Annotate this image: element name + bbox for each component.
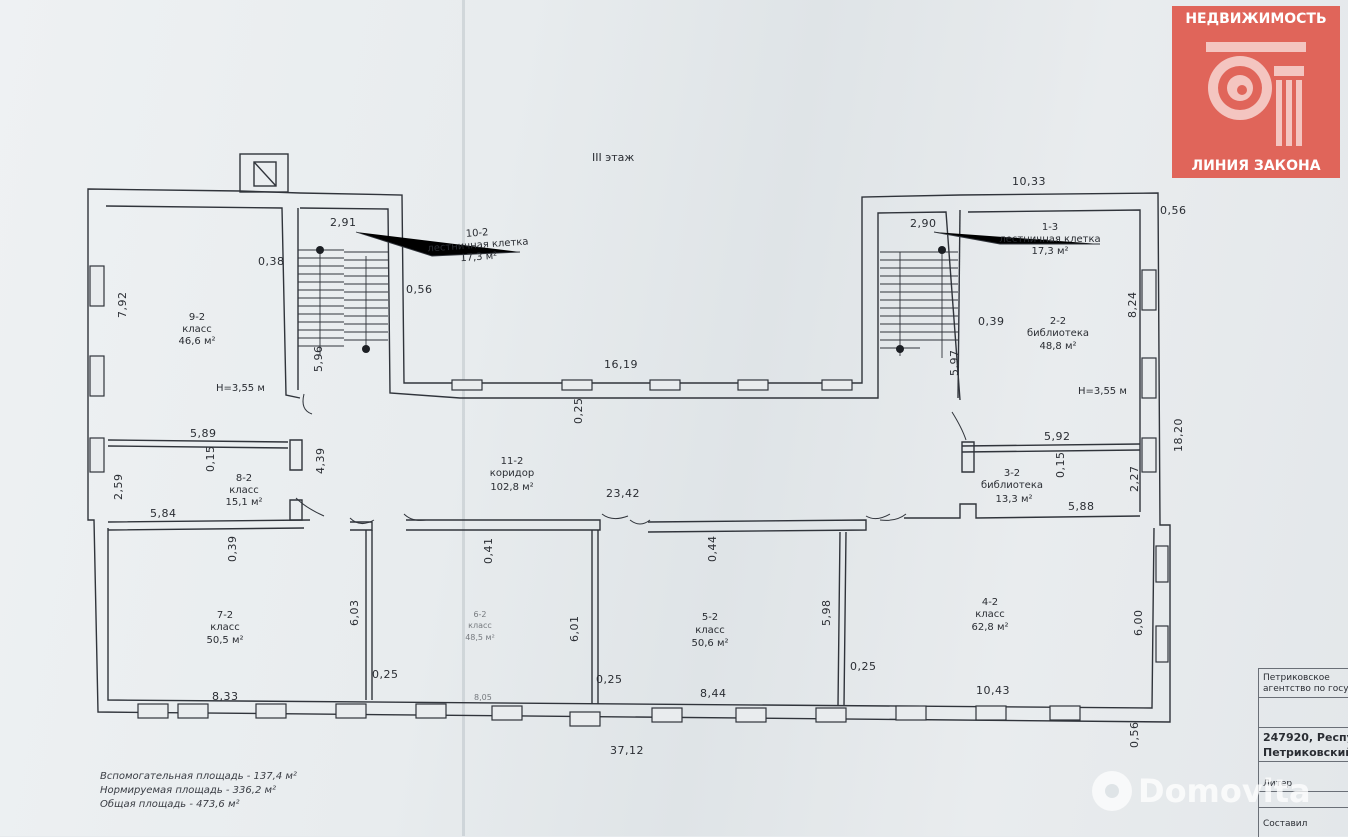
dim-label: 0,56: [1160, 204, 1187, 217]
dim-label: 0,15: [204, 446, 217, 473]
total-area: Общая площадь - 473,6 м²: [100, 799, 240, 810]
room-1-3-name: лестничная клетка: [999, 234, 1100, 245]
room-10-2-id: 10-2: [465, 227, 488, 240]
room-4-2-area: 62,8 м²: [972, 622, 1009, 633]
norm-area: Нормируемая площадь - 336,2 м²: [100, 785, 277, 796]
room-1-3-id: 1-3: [1042, 222, 1058, 233]
title-block: Петриковское агентство по госу 247920, Р…: [1258, 668, 1348, 837]
stamp-line-6: Составил: [1263, 819, 1308, 829]
dim-label: 0,38: [258, 255, 285, 268]
room-1-3-area: 17,3 м²: [1032, 246, 1069, 257]
dim-label: 0,25: [850, 660, 877, 673]
dim-label: 2,91: [330, 216, 357, 229]
dim-label: 5,92: [1044, 430, 1071, 443]
room-3-2-area: 13,3 м²: [996, 494, 1033, 505]
room-2-2-area: 48,8 м²: [1040, 341, 1077, 352]
dim-label: 16,19: [604, 358, 638, 371]
room-4-2-id: 4-2: [982, 597, 998, 608]
room-5-2-name: класс: [695, 625, 725, 636]
dim-label: 0,25: [572, 398, 585, 425]
stamp-line-5: Литер: [1263, 779, 1293, 789]
height-left: Н=3,55 м: [216, 383, 265, 394]
dim-label: 5,97: [948, 350, 961, 377]
aux-area: Вспомогательная площадь - 137,4 м²: [100, 771, 297, 782]
area-summary: Вспомогательная площадь - 137,4 м² Норми…: [100, 770, 297, 812]
room-3-2-name: библиотека: [981, 480, 1043, 491]
floor-title: III этаж: [592, 151, 634, 164]
dim-label: 0,25: [372, 668, 399, 681]
dim-label: 0,39: [978, 315, 1005, 328]
dim-label: 2,27: [1128, 466, 1141, 493]
room-2-2-id: 2-2: [1050, 316, 1066, 327]
dim-label: 7,92: [116, 292, 129, 319]
room-11-2-area: 102,8 м²: [490, 482, 533, 493]
logo-bottom-text: ЛИНИЯ ЗАКОНА: [1191, 158, 1321, 174]
dim-label: 10,43: [976, 684, 1010, 697]
room-7-2-name: класс: [210, 622, 240, 633]
dim-label: 23,42: [606, 487, 640, 500]
watermark: Domovita: [1092, 770, 1311, 811]
dim-label: 8,33: [212, 690, 239, 703]
room-11-2-id: 11-2: [501, 456, 524, 467]
room-9-2-id: 9-2: [189, 312, 205, 323]
room-6-2-name: класс: [468, 621, 492, 630]
room-6-2-id: 6-2: [473, 610, 486, 619]
dim-label: 6,03: [348, 600, 361, 627]
dim-label: 0,56: [1128, 722, 1141, 749]
ionic-column-icon: [1202, 36, 1310, 154]
dim-label: 5,84: [150, 507, 177, 520]
room-3-2-id: 3-2: [1004, 468, 1020, 479]
dim-label: 37,12: [610, 744, 644, 757]
paper-fold: [462, 0, 465, 836]
room-11-2-name: коридор: [490, 468, 534, 479]
room-9-2-area: 46,6 м²: [179, 336, 216, 347]
logo-top-text: НЕДВИЖИМОСТЬ: [1185, 11, 1327, 27]
room-5-2-area: 50,6 м²: [692, 638, 729, 649]
dim-label: 6,01: [568, 616, 581, 643]
dim-label: 10,33: [1012, 175, 1046, 188]
dim-label: 2,59: [112, 474, 125, 501]
dim-label: 0,44: [706, 536, 719, 563]
height-right: Н=3,55 м: [1078, 386, 1127, 397]
dim-label: 8,05: [474, 693, 492, 702]
dim-label: 0,25: [596, 673, 623, 686]
dim-label: 18,20: [1172, 418, 1185, 452]
dim-label: 6,00: [1132, 610, 1145, 637]
dim-label: 8,44: [700, 687, 727, 700]
room-7-2-id: 7-2: [217, 610, 233, 621]
stamp-line-2: агентство по госу: [1263, 684, 1348, 694]
room-2-2-name: библиотека: [1027, 328, 1089, 339]
room-7-2-area: 50,5 м²: [207, 635, 244, 646]
room-8-2-area: 15,1 м²: [226, 497, 263, 508]
dim-label: 8,24: [1126, 292, 1139, 319]
room-4-2-name: класс: [975, 609, 1005, 620]
dim-label: 0,41: [482, 538, 495, 565]
dim-label: 0,39: [226, 536, 239, 563]
stamp-line-1: Петриковское: [1263, 673, 1330, 683]
watermark-text: Domovita: [1138, 772, 1311, 810]
dim-label: 4,39: [314, 448, 327, 475]
dim-label: 5,98: [820, 600, 833, 627]
room-10-2-area: 17,3 м²: [460, 251, 498, 265]
dim-label: 5,88: [1068, 500, 1095, 513]
dim-label: 5,89: [190, 427, 217, 440]
dim-label: 0,56: [406, 283, 433, 296]
room-9-2-name: класс: [182, 324, 212, 335]
dim-label: 0,15: [1054, 452, 1067, 479]
agency-logo: НЕДВИЖИМОСТЬ ЛИНИЯ ЗАКОНА: [1172, 6, 1340, 178]
watermark-icon: [1092, 771, 1132, 811]
room-6-2-area: 48,5 м²: [465, 633, 495, 642]
stamp-line-3: 247920, Респу: [1263, 731, 1348, 744]
room-5-2-id: 5-2: [702, 612, 718, 623]
dim-label: 5,96: [312, 346, 325, 373]
room-8-2-id: 8-2: [236, 473, 252, 484]
stamp-line-4: Петриковский: [1263, 746, 1348, 759]
dim-label: 2,90: [910, 217, 937, 230]
room-8-2-name: класс: [229, 485, 259, 496]
